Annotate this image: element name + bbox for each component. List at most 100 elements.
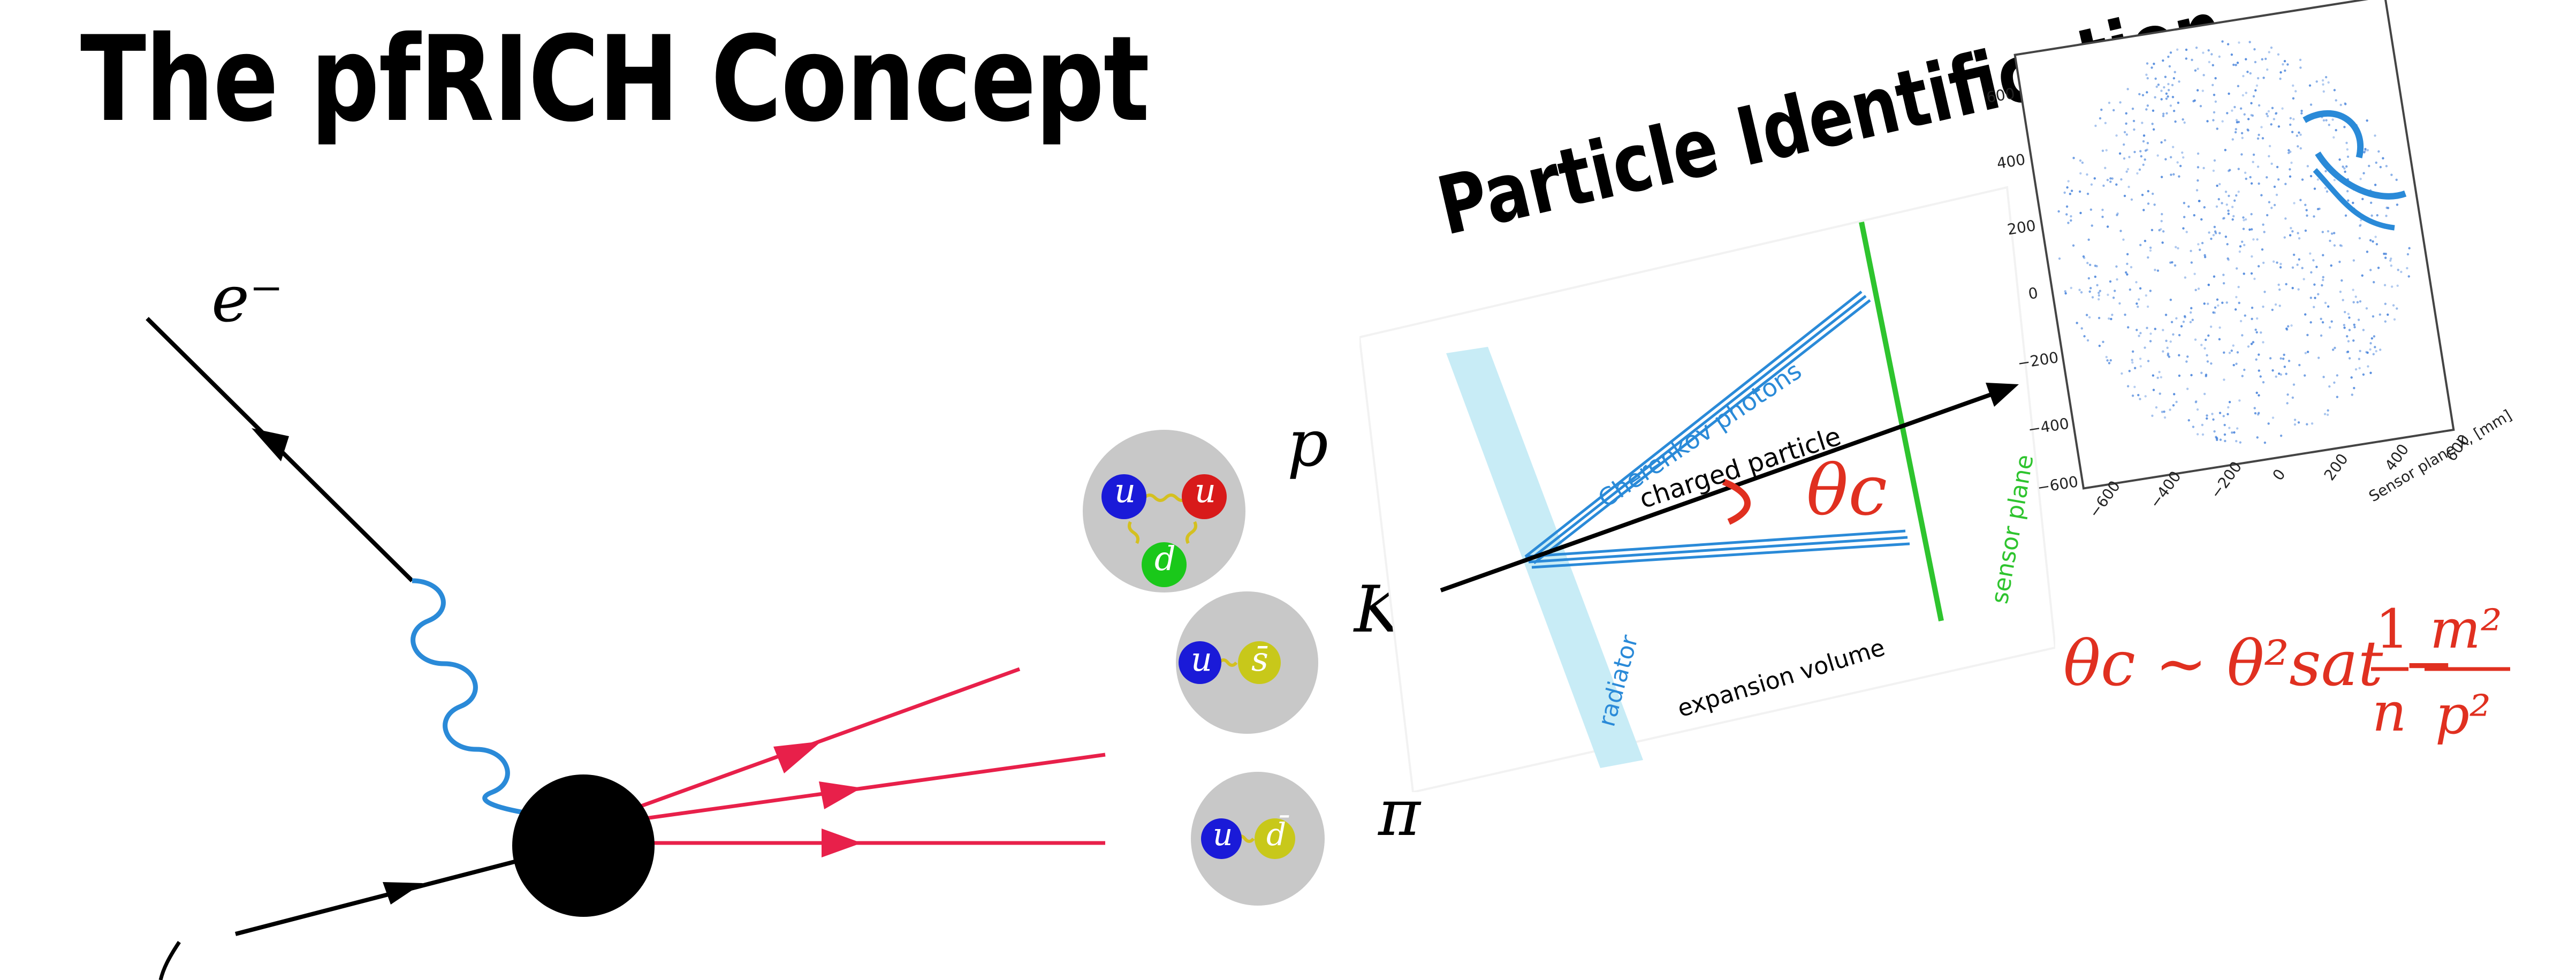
hit-dot xyxy=(2167,55,2170,58)
sensor-plane-line xyxy=(1859,222,1944,621)
hit-dot xyxy=(2292,97,2295,100)
hit-dot xyxy=(2256,436,2259,439)
hit-dot xyxy=(2207,302,2209,305)
hit-dot xyxy=(2251,317,2253,321)
hit-dot xyxy=(2194,338,2197,341)
hit-dot xyxy=(2353,326,2356,329)
hit-dot xyxy=(2407,275,2410,278)
hit-dot xyxy=(2146,91,2148,94)
hit-dot xyxy=(2094,124,2097,127)
hit-dot xyxy=(2164,75,2167,78)
hit-dot xyxy=(2346,351,2349,354)
hit-dot xyxy=(2309,297,2312,299)
hit-dot xyxy=(2305,209,2308,211)
hit-dot xyxy=(2142,134,2146,137)
hit-dot xyxy=(2254,328,2257,331)
hit-dot xyxy=(2174,264,2177,267)
hit-dot xyxy=(2101,215,2104,218)
hit-dot xyxy=(2187,419,2190,422)
quark-u xyxy=(1182,474,1227,519)
hit-dot xyxy=(2185,360,2188,363)
hit-dot xyxy=(2139,244,2142,246)
hit-dot xyxy=(2156,269,2160,272)
hit-dot xyxy=(2333,89,2336,92)
hit-dot xyxy=(2387,313,2389,316)
hit-dot xyxy=(2210,237,2213,240)
hit-dot xyxy=(2107,317,2110,320)
hit-dot xyxy=(2133,367,2137,369)
hit-dot xyxy=(2146,77,2149,80)
hit-dot xyxy=(2327,81,2330,84)
hit-dot xyxy=(2263,231,2266,233)
hit-dot xyxy=(2293,419,2297,421)
quark-label: d xyxy=(1154,539,1176,578)
hadron-diagrams xyxy=(1083,430,1325,906)
hit-dot xyxy=(2271,416,2275,419)
quark-label: d̄ xyxy=(1266,816,1287,853)
hit-dot xyxy=(2375,243,2379,246)
hit-dot xyxy=(2208,60,2211,64)
hit-dot xyxy=(2162,59,2164,62)
hit-dot xyxy=(2244,218,2247,221)
hit-dot xyxy=(2142,209,2145,211)
hit-dot xyxy=(2235,362,2238,365)
hit-dot xyxy=(2138,168,2141,171)
hit-dot xyxy=(2291,286,2294,290)
hit-dot xyxy=(2267,422,2270,425)
hit-dot xyxy=(2203,392,2206,396)
hit-dot xyxy=(2162,115,2165,117)
hit-dot xyxy=(2352,259,2355,262)
hit-dot xyxy=(2198,200,2201,202)
hit-dot xyxy=(2230,350,2233,352)
hit-dot xyxy=(2336,374,2339,377)
hit-dot xyxy=(2323,413,2327,415)
hit-dot xyxy=(2312,259,2315,262)
hit-dot xyxy=(2330,320,2333,323)
hit-dot xyxy=(2126,253,2129,256)
hit-dot xyxy=(2201,241,2204,245)
hit-dot xyxy=(2291,131,2294,133)
hit-dot xyxy=(2178,175,2180,178)
hit-dot xyxy=(2285,373,2288,375)
hit-dot xyxy=(2321,79,2324,82)
hit-dot xyxy=(2325,119,2328,121)
hit-dot xyxy=(2276,261,2278,264)
hit-dot xyxy=(2149,249,2152,252)
hit-dot xyxy=(2230,53,2233,56)
hit-dot xyxy=(2137,393,2140,397)
hit-dot xyxy=(2344,310,2346,314)
hit-dot xyxy=(2200,218,2203,221)
hit-dot xyxy=(2203,347,2206,350)
hit-dot xyxy=(2151,66,2153,69)
hit-dot xyxy=(2232,363,2235,367)
hit-dot xyxy=(2168,65,2171,68)
hit-dot xyxy=(2178,80,2180,83)
hit-dot xyxy=(2364,148,2367,150)
hit-dot xyxy=(2152,128,2155,131)
hit-dot xyxy=(2390,264,2393,267)
hit-dot xyxy=(2089,287,2092,290)
hit-dot xyxy=(2213,275,2216,278)
photon-rays-upper xyxy=(1524,291,1871,564)
hit-dot xyxy=(2064,292,2067,295)
hit-dot xyxy=(2206,354,2208,357)
hit-dot xyxy=(2271,107,2274,110)
hit-dot xyxy=(2182,321,2185,323)
hit-dot xyxy=(2146,142,2149,145)
hit-dot xyxy=(2252,238,2255,241)
hit-dot xyxy=(2348,329,2351,331)
hit-dot xyxy=(2195,400,2198,403)
hit-dot xyxy=(2138,93,2141,96)
hit-dot xyxy=(2259,375,2262,378)
y-tick: 200 xyxy=(2006,217,2037,239)
hit-dot xyxy=(2382,157,2384,159)
hit-dot xyxy=(2273,185,2276,188)
hit-dot xyxy=(2297,288,2300,291)
hit-dot xyxy=(2111,314,2114,316)
hit-dot xyxy=(2235,295,2238,299)
hit-dot xyxy=(2064,290,2066,293)
hit-dot xyxy=(2197,243,2200,246)
hit-dot xyxy=(2309,174,2313,178)
hit-dot xyxy=(2237,85,2240,88)
hit-dot xyxy=(2161,241,2164,244)
